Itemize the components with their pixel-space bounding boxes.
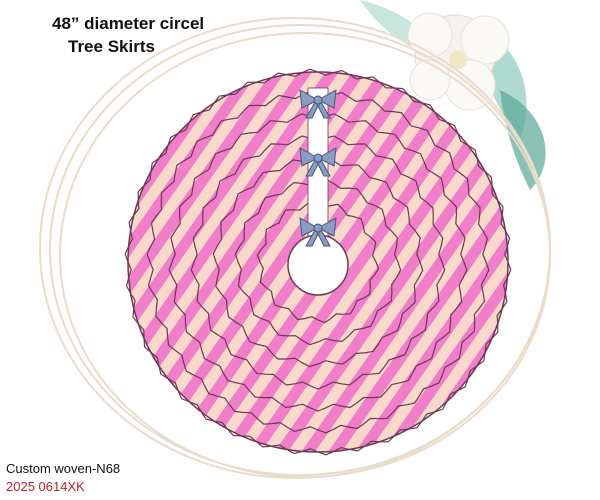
product-code: Custom woven-N68 (6, 461, 121, 476)
ruffle-tier (124, 68, 512, 456)
ruffle-tier (168, 113, 468, 412)
ruffle-tier (256, 200, 380, 324)
ruffle-tier (190, 135, 446, 390)
ring-watermark (39, 17, 551, 479)
title-line-1: 48” diameter circel (52, 14, 205, 33)
title-line-2: Tree Skirts (68, 37, 155, 56)
ruffle-tier (212, 156, 424, 368)
product-date-code: 2025 0614XK (6, 479, 85, 494)
tree-skirt (124, 68, 512, 456)
ruffle-tier (234, 178, 402, 346)
bow-ties (299, 89, 337, 247)
ruffle-tier (146, 90, 490, 434)
